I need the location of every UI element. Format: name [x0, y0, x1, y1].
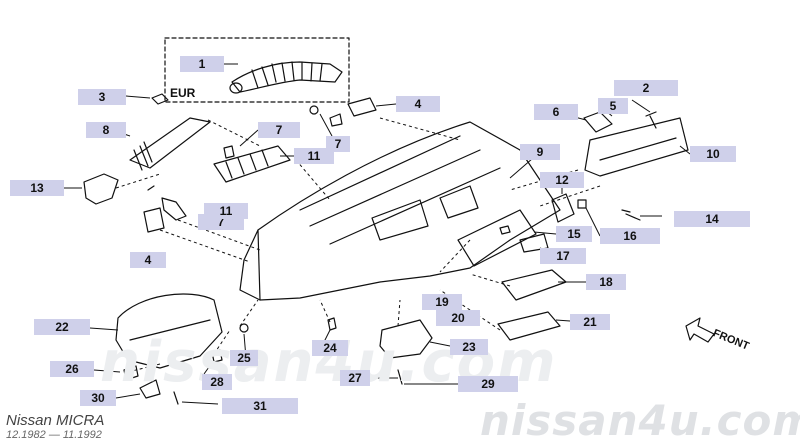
clip-30 — [139, 379, 161, 399]
callout-part: 1 — [180, 56, 224, 72]
callout-part: 16 — [600, 228, 660, 244]
front-arrow — [685, 317, 715, 343]
callout-part: 29 — [458, 376, 518, 392]
clip-24 — [327, 317, 337, 331]
callout-part: 27 — [340, 370, 370, 386]
cover-12 — [551, 193, 575, 223]
model-caption: Nissan MICRA — [6, 412, 105, 429]
callout-part: 3 — [78, 89, 126, 105]
vent-4b — [143, 207, 165, 233]
callout-part: 17 — [540, 248, 586, 264]
callout-part: 15 — [556, 226, 592, 242]
elbow-13 — [83, 173, 119, 205]
callout-part: 10 — [690, 146, 736, 162]
flex-duct — [231, 61, 343, 93]
callout-part: 7 — [258, 122, 300, 138]
callout-part: 18 — [586, 274, 626, 290]
callout-part: 5 — [598, 98, 628, 114]
clip-28 — [211, 349, 223, 363]
callout-part: 24 — [312, 340, 348, 356]
callout-part: 8 — [86, 122, 126, 138]
clip-25 — [239, 323, 249, 333]
box-21 — [497, 311, 561, 341]
vent-4a — [347, 97, 377, 117]
tray-10 — [584, 117, 689, 177]
fastener-7a — [309, 105, 319, 115]
cover-22 — [115, 293, 223, 369]
callout-part: 21 — [570, 314, 610, 330]
eur-label: EUR — [170, 86, 196, 100]
clip-3 — [151, 93, 169, 105]
callout-part: 12 — [540, 172, 584, 188]
callout-part: 30 — [80, 390, 116, 406]
callout-part: 2 — [614, 80, 678, 96]
box-18 — [501, 269, 567, 301]
dash-panel — [257, 121, 561, 301]
callout-part: 25 — [230, 350, 258, 366]
callout-part: 31 — [222, 398, 298, 414]
hose-8 — [129, 117, 211, 169]
callout-part: 9 — [520, 144, 560, 160]
watermark-big: nissan4u.com — [480, 396, 800, 445]
years-caption: 12.1982 — 11.1992 — [6, 429, 102, 441]
screw-2 — [645, 111, 657, 129]
callout-part: 11 — [204, 203, 248, 219]
fastener-7b — [223, 145, 235, 159]
callout-part: 14 — [674, 211, 750, 227]
callout-part: 13 — [10, 180, 64, 196]
screw-31 — [173, 391, 179, 405]
callout-part: 28 — [202, 374, 232, 390]
eur-box — [164, 37, 350, 103]
callout-part: 22 — [34, 319, 90, 335]
callout-part: 19 — [422, 294, 462, 310]
callout-part: 4 — [396, 96, 440, 112]
box-23 — [379, 319, 433, 359]
lid-15 — [457, 209, 537, 267]
clip-16 — [577, 199, 587, 209]
bracket-6 — [583, 111, 613, 133]
callout-part: 23 — [450, 339, 488, 355]
callout-part: 6 — [534, 104, 578, 120]
callout-part: 11 — [294, 148, 334, 164]
callout-part: 4 — [130, 252, 166, 268]
callout-part: 20 — [436, 310, 480, 326]
fastener-7c — [147, 185, 187, 221]
grille-11 — [213, 145, 291, 183]
screw-27 — [397, 369, 403, 385]
clip-26 — [123, 365, 139, 381]
screw-14 — [621, 209, 641, 221]
callout-part: 26 — [50, 361, 94, 377]
